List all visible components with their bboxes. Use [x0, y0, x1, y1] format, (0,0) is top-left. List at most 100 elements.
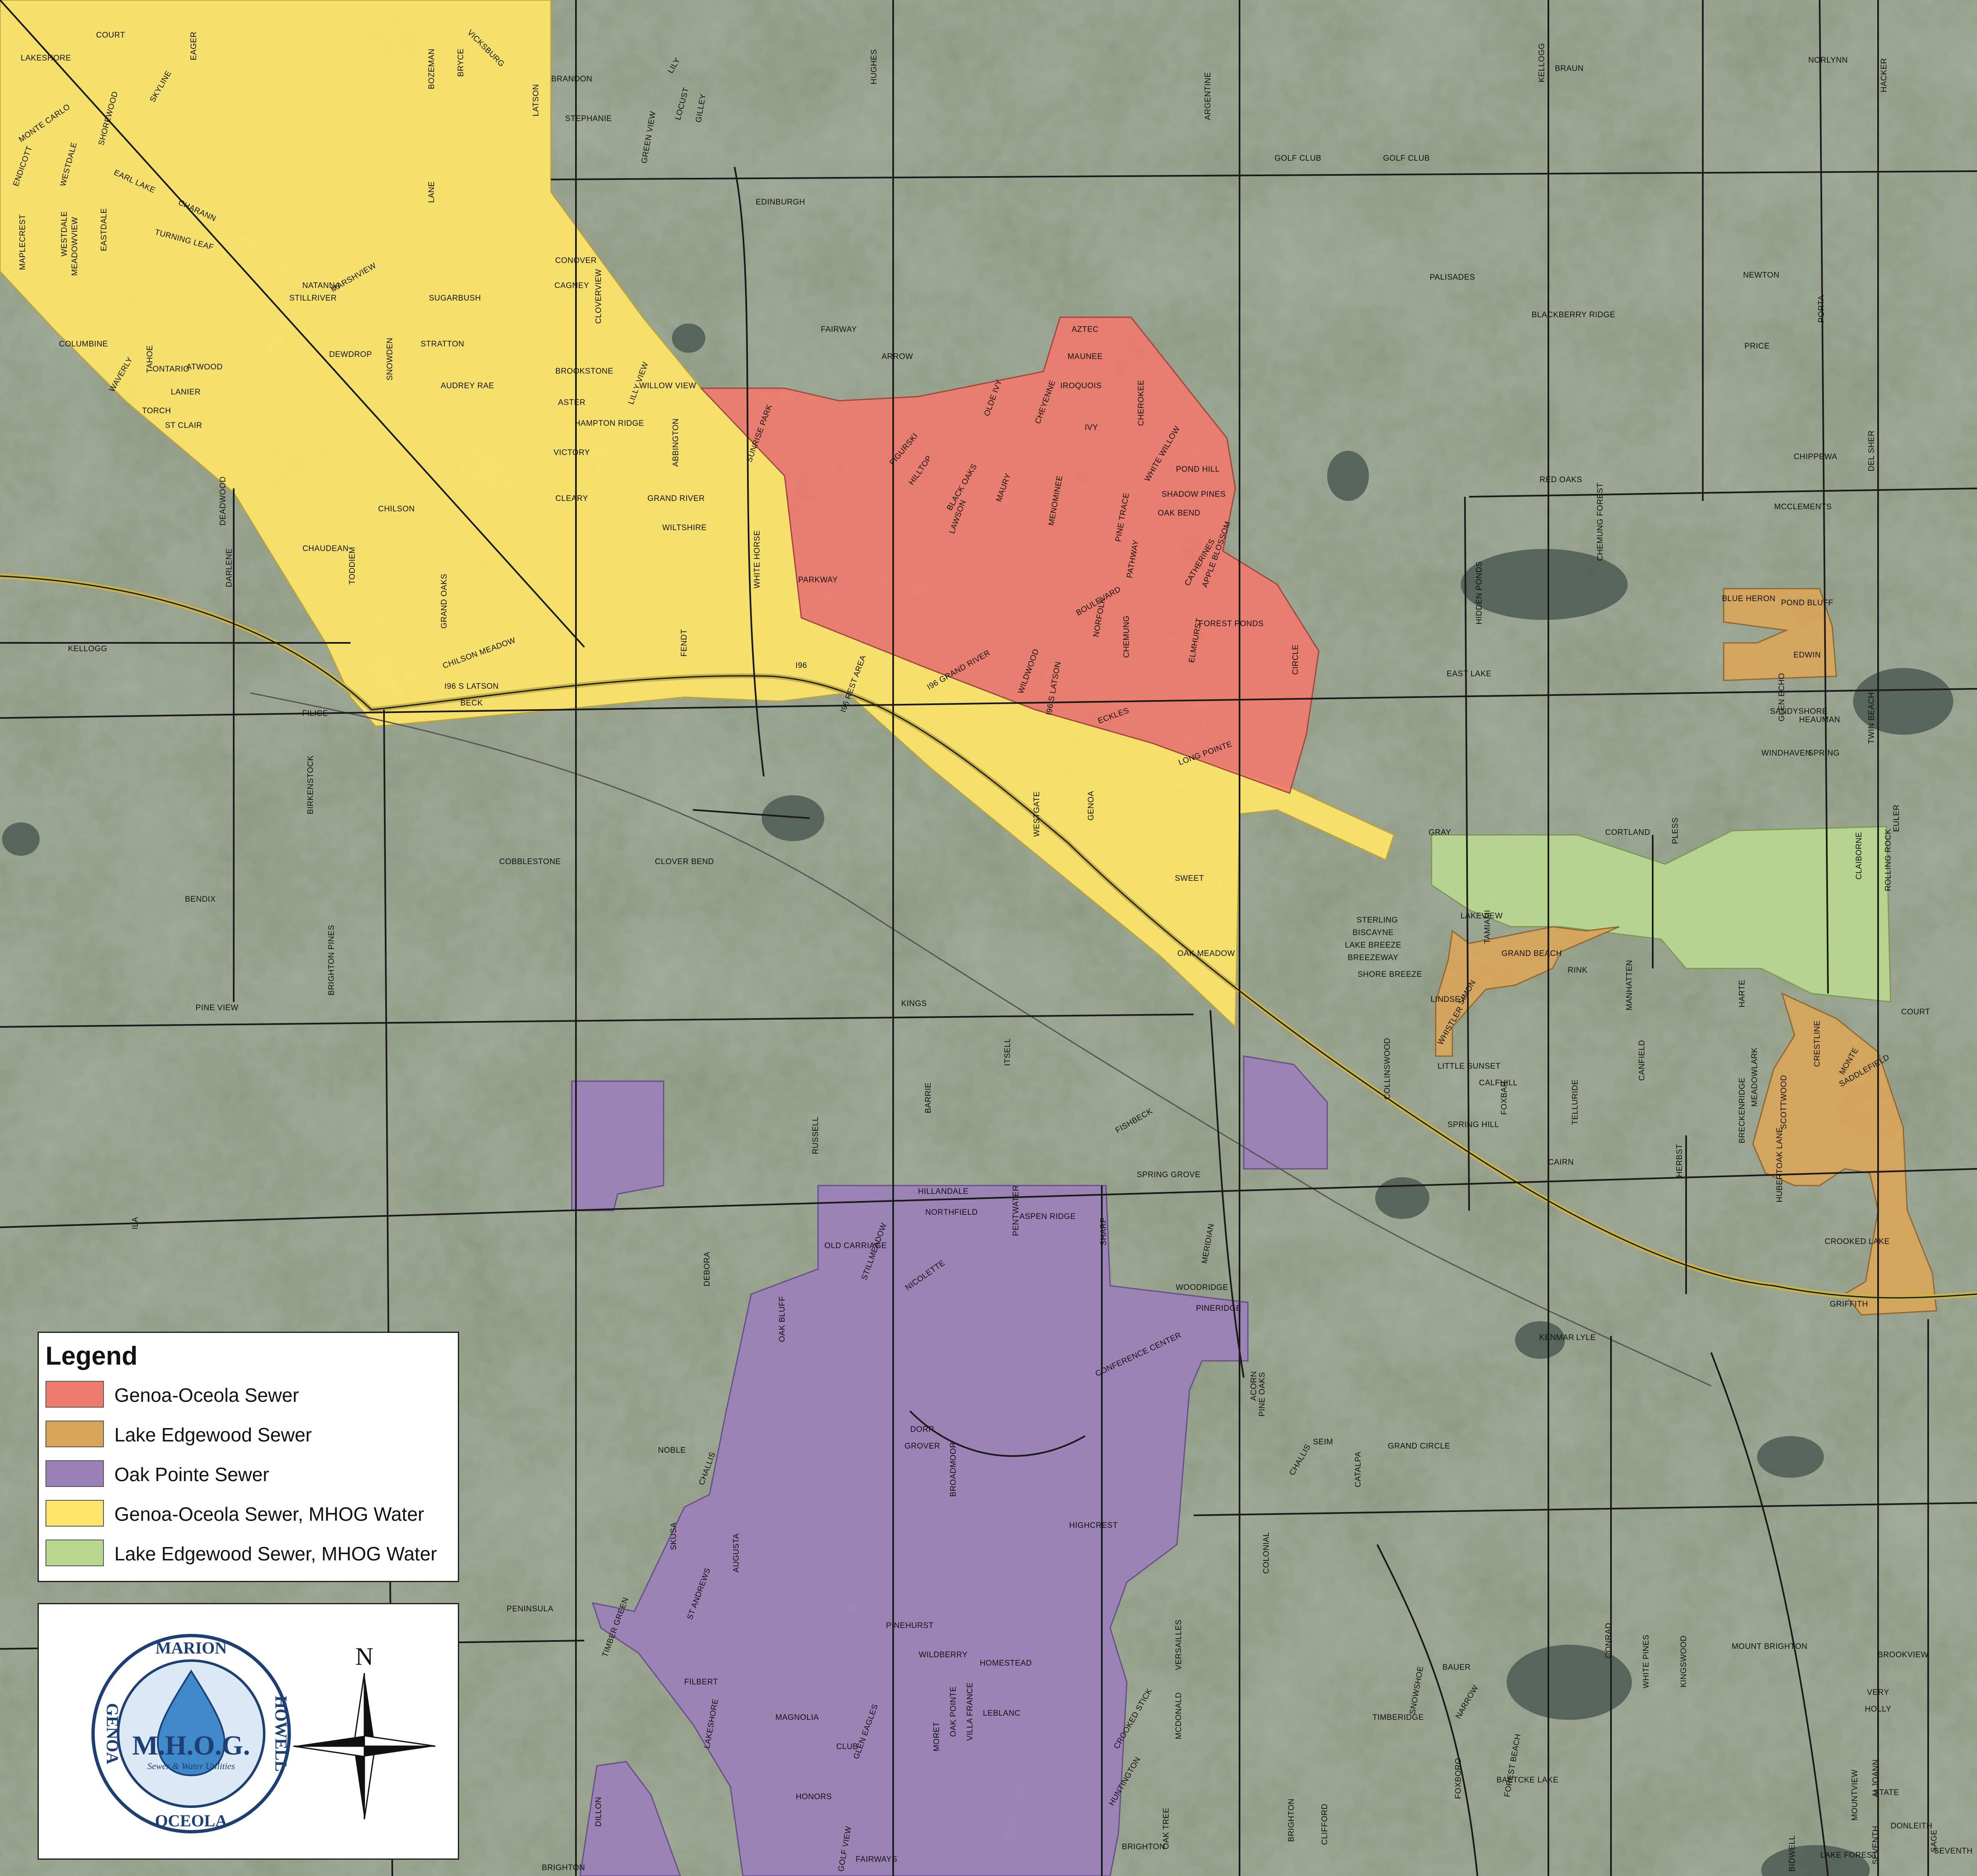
street-label: SKUSA — [669, 1522, 678, 1550]
street-label: GENOA — [1087, 791, 1096, 820]
street-label: STRATTON — [421, 340, 465, 349]
logo-left-text: GENOA — [103, 1703, 122, 1765]
zone-lake-edgewood-water[interactable] — [1431, 826, 1891, 1003]
zone-lake-edgewood-sewer-west[interactable] — [1435, 926, 1620, 1057]
street-label: MANHATTEN — [1625, 960, 1634, 1010]
street-label: GRAND BEACH — [1502, 949, 1562, 958]
street-label: WILLOW VIEW — [639, 382, 696, 390]
street-label: HONORS — [796, 1793, 832, 1801]
street-label: MAGNOLIA — [775, 1713, 819, 1722]
street-label: WESTGATE — [1033, 791, 1041, 837]
north-arrow-icon: N — [293, 1643, 436, 1820]
street-label: VILLA FRANCE — [966, 1682, 975, 1741]
street-label: NORLYNN — [1808, 56, 1848, 65]
street-label: HUGHES — [870, 49, 879, 84]
legend-label: Genoa-Oceola Sewer — [114, 1384, 299, 1406]
water-drop-icon — [157, 1669, 226, 1777]
street-label: MOUNTVIEW — [1851, 1770, 1859, 1821]
street-label: STATE — [1874, 1788, 1899, 1797]
street-label: CHEMUNG — [1122, 615, 1131, 658]
zone-lake-edgewood-sewer-east[interactable] — [1752, 992, 1937, 1316]
street-label: PALISADES — [1430, 273, 1475, 282]
legend-panel: Legend Genoa-Oceola Sewer Lake Edgewood … — [38, 1332, 459, 1582]
street-label: BRIGHTON — [1122, 1843, 1165, 1851]
street-label: ASPEN RIDGE — [1019, 1212, 1076, 1221]
street-label: CLAIBORNE — [1855, 832, 1863, 880]
street-label: DARLENE — [225, 548, 234, 587]
street-label: FILBERT — [684, 1678, 718, 1686]
street-label: GRAY — [1429, 828, 1451, 837]
street-label: CLIFFORD — [1321, 1804, 1329, 1845]
street-label: BISCAYNE — [1353, 928, 1394, 937]
street-label: NEWTON — [1743, 271, 1779, 280]
zone-oak-pointe-sewer-small-east[interactable] — [1243, 1055, 1328, 1170]
street-label: CANFIELD — [1638, 1040, 1646, 1081]
street-label: NOBLE — [658, 1446, 686, 1455]
street-label: WINDHAVEN — [1761, 749, 1811, 758]
street-label: VICTORY — [553, 448, 590, 457]
street-label: KINGS — [901, 999, 927, 1008]
street-label: LAKE BREEZE — [1345, 941, 1401, 950]
street-label: OAK BLUFF — [778, 1296, 787, 1342]
street-label: SPRING GROVE — [1137, 1171, 1201, 1179]
street-label: TAMIAMI — [1483, 910, 1492, 943]
street-label: KENMAR — [1539, 1333, 1574, 1342]
street-label: BREEZEWAY — [1348, 953, 1399, 962]
street-label: COBBLESTONE — [499, 857, 561, 866]
street-label: PINE VIEW — [196, 1004, 239, 1012]
street-label: LANIER — [171, 388, 201, 397]
street-label: HERBST — [1675, 1144, 1684, 1177]
street-label: CRESTLINE — [1813, 1020, 1822, 1067]
street-label: TIMBERIDGE — [1372, 1713, 1424, 1722]
street-label: FAIRWAY — [821, 325, 857, 334]
street-label: CLOVER BEND — [655, 857, 714, 866]
street-label: PRICE — [1745, 342, 1770, 351]
street-label: GRAND CIRCLE — [1388, 1442, 1450, 1451]
street-label: PARKWAY — [798, 576, 838, 584]
street-label: VERSAILLES — [1174, 1619, 1183, 1670]
street-label: HARTE — [1738, 980, 1747, 1008]
street-label: BRANDON — [551, 75, 593, 83]
street-label: BRIGHTON PINES — [327, 925, 336, 995]
highway-i96-centerline — [0, 575, 1977, 1299]
zone-lake-edgewood-sewer-north[interactable] — [1723, 588, 1837, 681]
legend-swatch — [45, 1421, 104, 1447]
street-label: BIDWELL — [1788, 1836, 1797, 1872]
street-label: COURT — [1901, 1008, 1930, 1016]
street-label: NATANNA — [302, 281, 340, 290]
street-label: SWEET — [1175, 874, 1204, 883]
street-label: MAPLECREST — [18, 214, 27, 270]
legend-swatch — [45, 1500, 104, 1527]
street-label: POND HILL — [1176, 465, 1220, 474]
street-label: GROVER — [904, 1442, 940, 1451]
street-label: STEPHANIE — [565, 114, 612, 123]
street-label: TODDIEM — [348, 547, 357, 585]
legend-label: Genoa-Oceola Sewer, MHOG Water — [114, 1503, 424, 1525]
street-label: EASTDALE — [100, 208, 109, 251]
street-label: CIRCLE — [1291, 645, 1300, 675]
street-label: CROOKED LAKE — [1825, 1237, 1890, 1246]
street-label: BENDIX — [185, 895, 216, 904]
street-label: SNOWDEN — [386, 338, 394, 381]
street-label: EDWIN — [1793, 651, 1821, 660]
street-label: BARRIE — [924, 1082, 933, 1113]
street-label: FOXBORO — [1454, 1758, 1463, 1799]
street-label: KELLOGG — [1538, 43, 1546, 82]
street-label: SEVENTH — [1934, 1847, 1972, 1856]
street-label: SHORE BREEZE — [1358, 970, 1422, 979]
street-label: DEADWOOD — [219, 476, 227, 526]
street-label: AZTEC — [1072, 325, 1099, 334]
street-label: HILLANDALE — [918, 1187, 968, 1196]
street-label: HACKER — [1880, 58, 1889, 92]
street-label: KELLOGG — [68, 645, 107, 653]
street-label: CLUB — [836, 1742, 858, 1751]
street-label: ARROW — [881, 352, 913, 361]
street-label: AUGUSTA — [732, 1533, 741, 1573]
street-label: CHEROKEE — [1137, 380, 1146, 426]
street-label: STERLING — [1356, 916, 1398, 925]
north-label: N — [355, 1643, 373, 1670]
zone-oak-pointe-sewer-southwest[interactable] — [579, 1761, 681, 1876]
street-label: SPRING — [1808, 749, 1840, 758]
zone-genoa-oceola-sewer[interactable] — [699, 316, 1320, 794]
